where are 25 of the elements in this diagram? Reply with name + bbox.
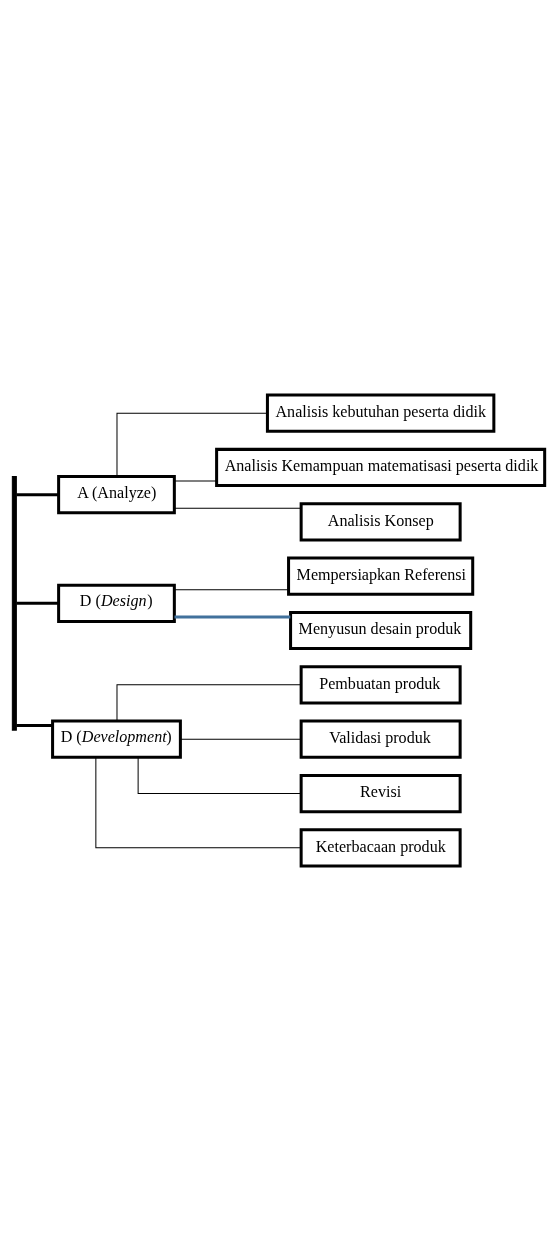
node-box: Analisis Kemampuan matematisasi peserta didik [215, 447, 547, 487]
node-box: Validasi produk [299, 719, 462, 759]
node-box: Analisis kebutuhan peserta didik [265, 393, 496, 433]
connector [116, 683, 302, 721]
connector [16, 492, 59, 496]
node-box: Mempersiapkan Referensi [287, 556, 475, 596]
node-box: Revisi [299, 773, 462, 813]
node-box: D (Development) [51, 719, 182, 759]
connector [116, 412, 268, 477]
connector [173, 588, 290, 590]
node-box: A (Analyze) [57, 474, 176, 514]
connector [137, 756, 302, 794]
node-box: Analisis Konsep [299, 501, 462, 541]
node-bar [11, 475, 17, 731]
node-box: Keterbacaan produk [299, 827, 462, 867]
node-box: Menyusun desain produk [289, 610, 473, 650]
connector [174, 614, 291, 618]
connector [16, 601, 59, 605]
node-box: D (Design) [57, 583, 176, 623]
connector [16, 723, 53, 727]
connector [173, 507, 302, 509]
connector [95, 756, 302, 848]
node-box: Pembuatan produk [299, 664, 462, 704]
connector [179, 738, 302, 740]
connector [173, 480, 218, 482]
